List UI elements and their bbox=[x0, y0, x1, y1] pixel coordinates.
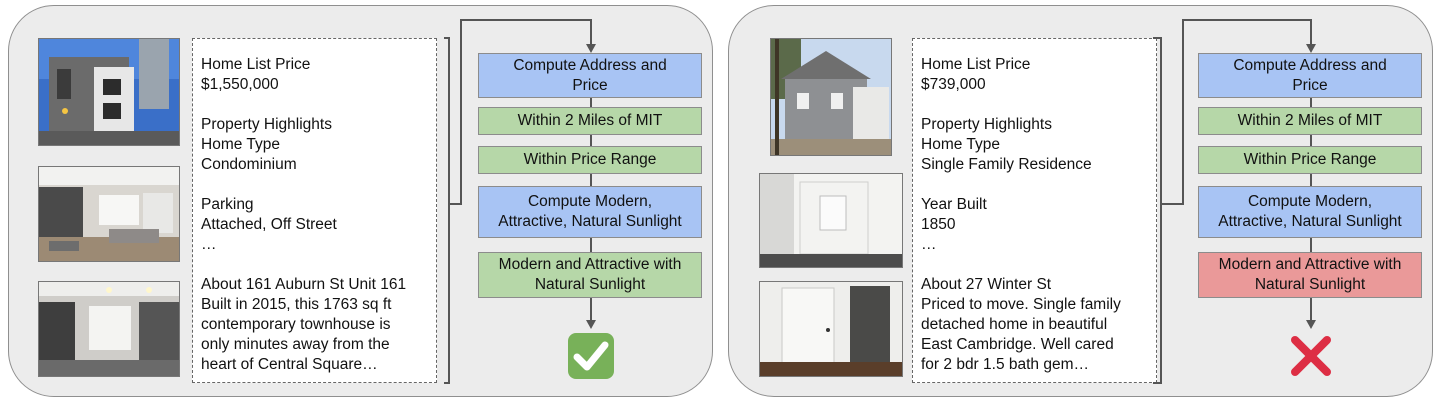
flow-step-4: Compute Modern, Attractive, Natural Sunl… bbox=[1198, 186, 1422, 238]
flow-step-label: Modern and Attractive with Natural Sunli… bbox=[1218, 256, 1402, 293]
condo-interior-hall-photo bbox=[38, 281, 180, 377]
flow-step-label: Compute Modern, Attractive, Natural Sunl… bbox=[1218, 193, 1402, 230]
listing-line: Home Type bbox=[201, 136, 280, 153]
flow-step-3: Within Price Range bbox=[478, 146, 702, 174]
listing-line: $1,550,000 bbox=[201, 76, 279, 93]
listing-line: Home Type bbox=[921, 136, 1000, 153]
check-mark-icon bbox=[567, 332, 615, 380]
listing-line: Built in 2015, this 1763 sq ft bbox=[201, 296, 392, 313]
house-exterior-photo bbox=[770, 38, 892, 156]
flow-step-label: Compute Modern, Attractive, Natural Sunl… bbox=[498, 193, 682, 230]
flow-connectors bbox=[1153, 19, 1316, 384]
flow-step-5: Modern and Attractive with Natural Sunli… bbox=[1198, 252, 1422, 298]
flow-step-label: Modern and Attractive with Natural Sunli… bbox=[498, 256, 682, 293]
flow-step-label: Within 2 Miles of MIT bbox=[517, 112, 663, 129]
listing-line: Year Built bbox=[921, 196, 987, 213]
listing-line: Condominium bbox=[201, 156, 297, 173]
listing-line: Property Highlights bbox=[921, 116, 1052, 133]
listing-line: $739,000 bbox=[921, 76, 986, 93]
flow-connectors bbox=[444, 19, 596, 384]
house-interior-door-photo bbox=[759, 281, 903, 377]
flow-step-label: Within Price Range bbox=[523, 151, 657, 168]
flow-step-2: Within 2 Miles of MIT bbox=[1198, 107, 1422, 135]
listing-line: Home List Price bbox=[201, 56, 311, 73]
flow-step-label: Within 2 Miles of MIT bbox=[1237, 112, 1383, 129]
listing-line: 1850 bbox=[921, 216, 956, 233]
cross-mark-icon bbox=[1289, 334, 1333, 378]
listing-line: … bbox=[201, 236, 217, 253]
listing-line: only minutes away from the bbox=[201, 336, 390, 353]
listing-line: contemporary townhouse is bbox=[201, 316, 391, 333]
listing-line: heart of Central Square… bbox=[201, 356, 378, 373]
flow-step-2: Within 2 Miles of MIT bbox=[478, 107, 702, 135]
listing-line: East Cambridge. Well cared bbox=[921, 336, 1114, 353]
flow-step-1: Compute Address and Price bbox=[1198, 53, 1422, 98]
listing-line: for 2 bdr 1.5 bath gem… bbox=[921, 356, 1090, 373]
listing-line: Parking bbox=[201, 196, 254, 213]
flow-step-label: Compute Address and Price bbox=[1233, 56, 1387, 94]
flow-step-3: Within Price Range bbox=[1198, 146, 1422, 174]
flow-step-label: Compute Address and Price bbox=[513, 56, 667, 94]
listing-line: About 161 Auburn St Unit 161 bbox=[201, 276, 407, 293]
condo-interior-kitchen-photo bbox=[38, 166, 180, 262]
listing-line: Attached, Off Street bbox=[201, 216, 337, 233]
condo-exterior-photo bbox=[38, 38, 180, 146]
house-interior-window-photo bbox=[759, 173, 903, 268]
listing-line: Priced to move. Single family bbox=[921, 296, 1121, 313]
flow-step-4: Compute Modern, Attractive, Natural Sunl… bbox=[478, 186, 702, 238]
listing-line: Single Family Residence bbox=[921, 156, 1092, 173]
flow-step-1: Compute Address and Price bbox=[478, 53, 702, 98]
listing-line: detached home in beautiful bbox=[921, 316, 1108, 333]
listing-line: About 27 Winter St bbox=[921, 276, 1052, 293]
listing-line: … bbox=[921, 236, 937, 253]
flow-step-5: Modern and Attractive with Natural Sunli… bbox=[478, 252, 702, 298]
listing-line: Property Highlights bbox=[201, 116, 332, 133]
listing-line: Home List Price bbox=[921, 56, 1031, 73]
flow-step-label: Within Price Range bbox=[1243, 151, 1377, 168]
